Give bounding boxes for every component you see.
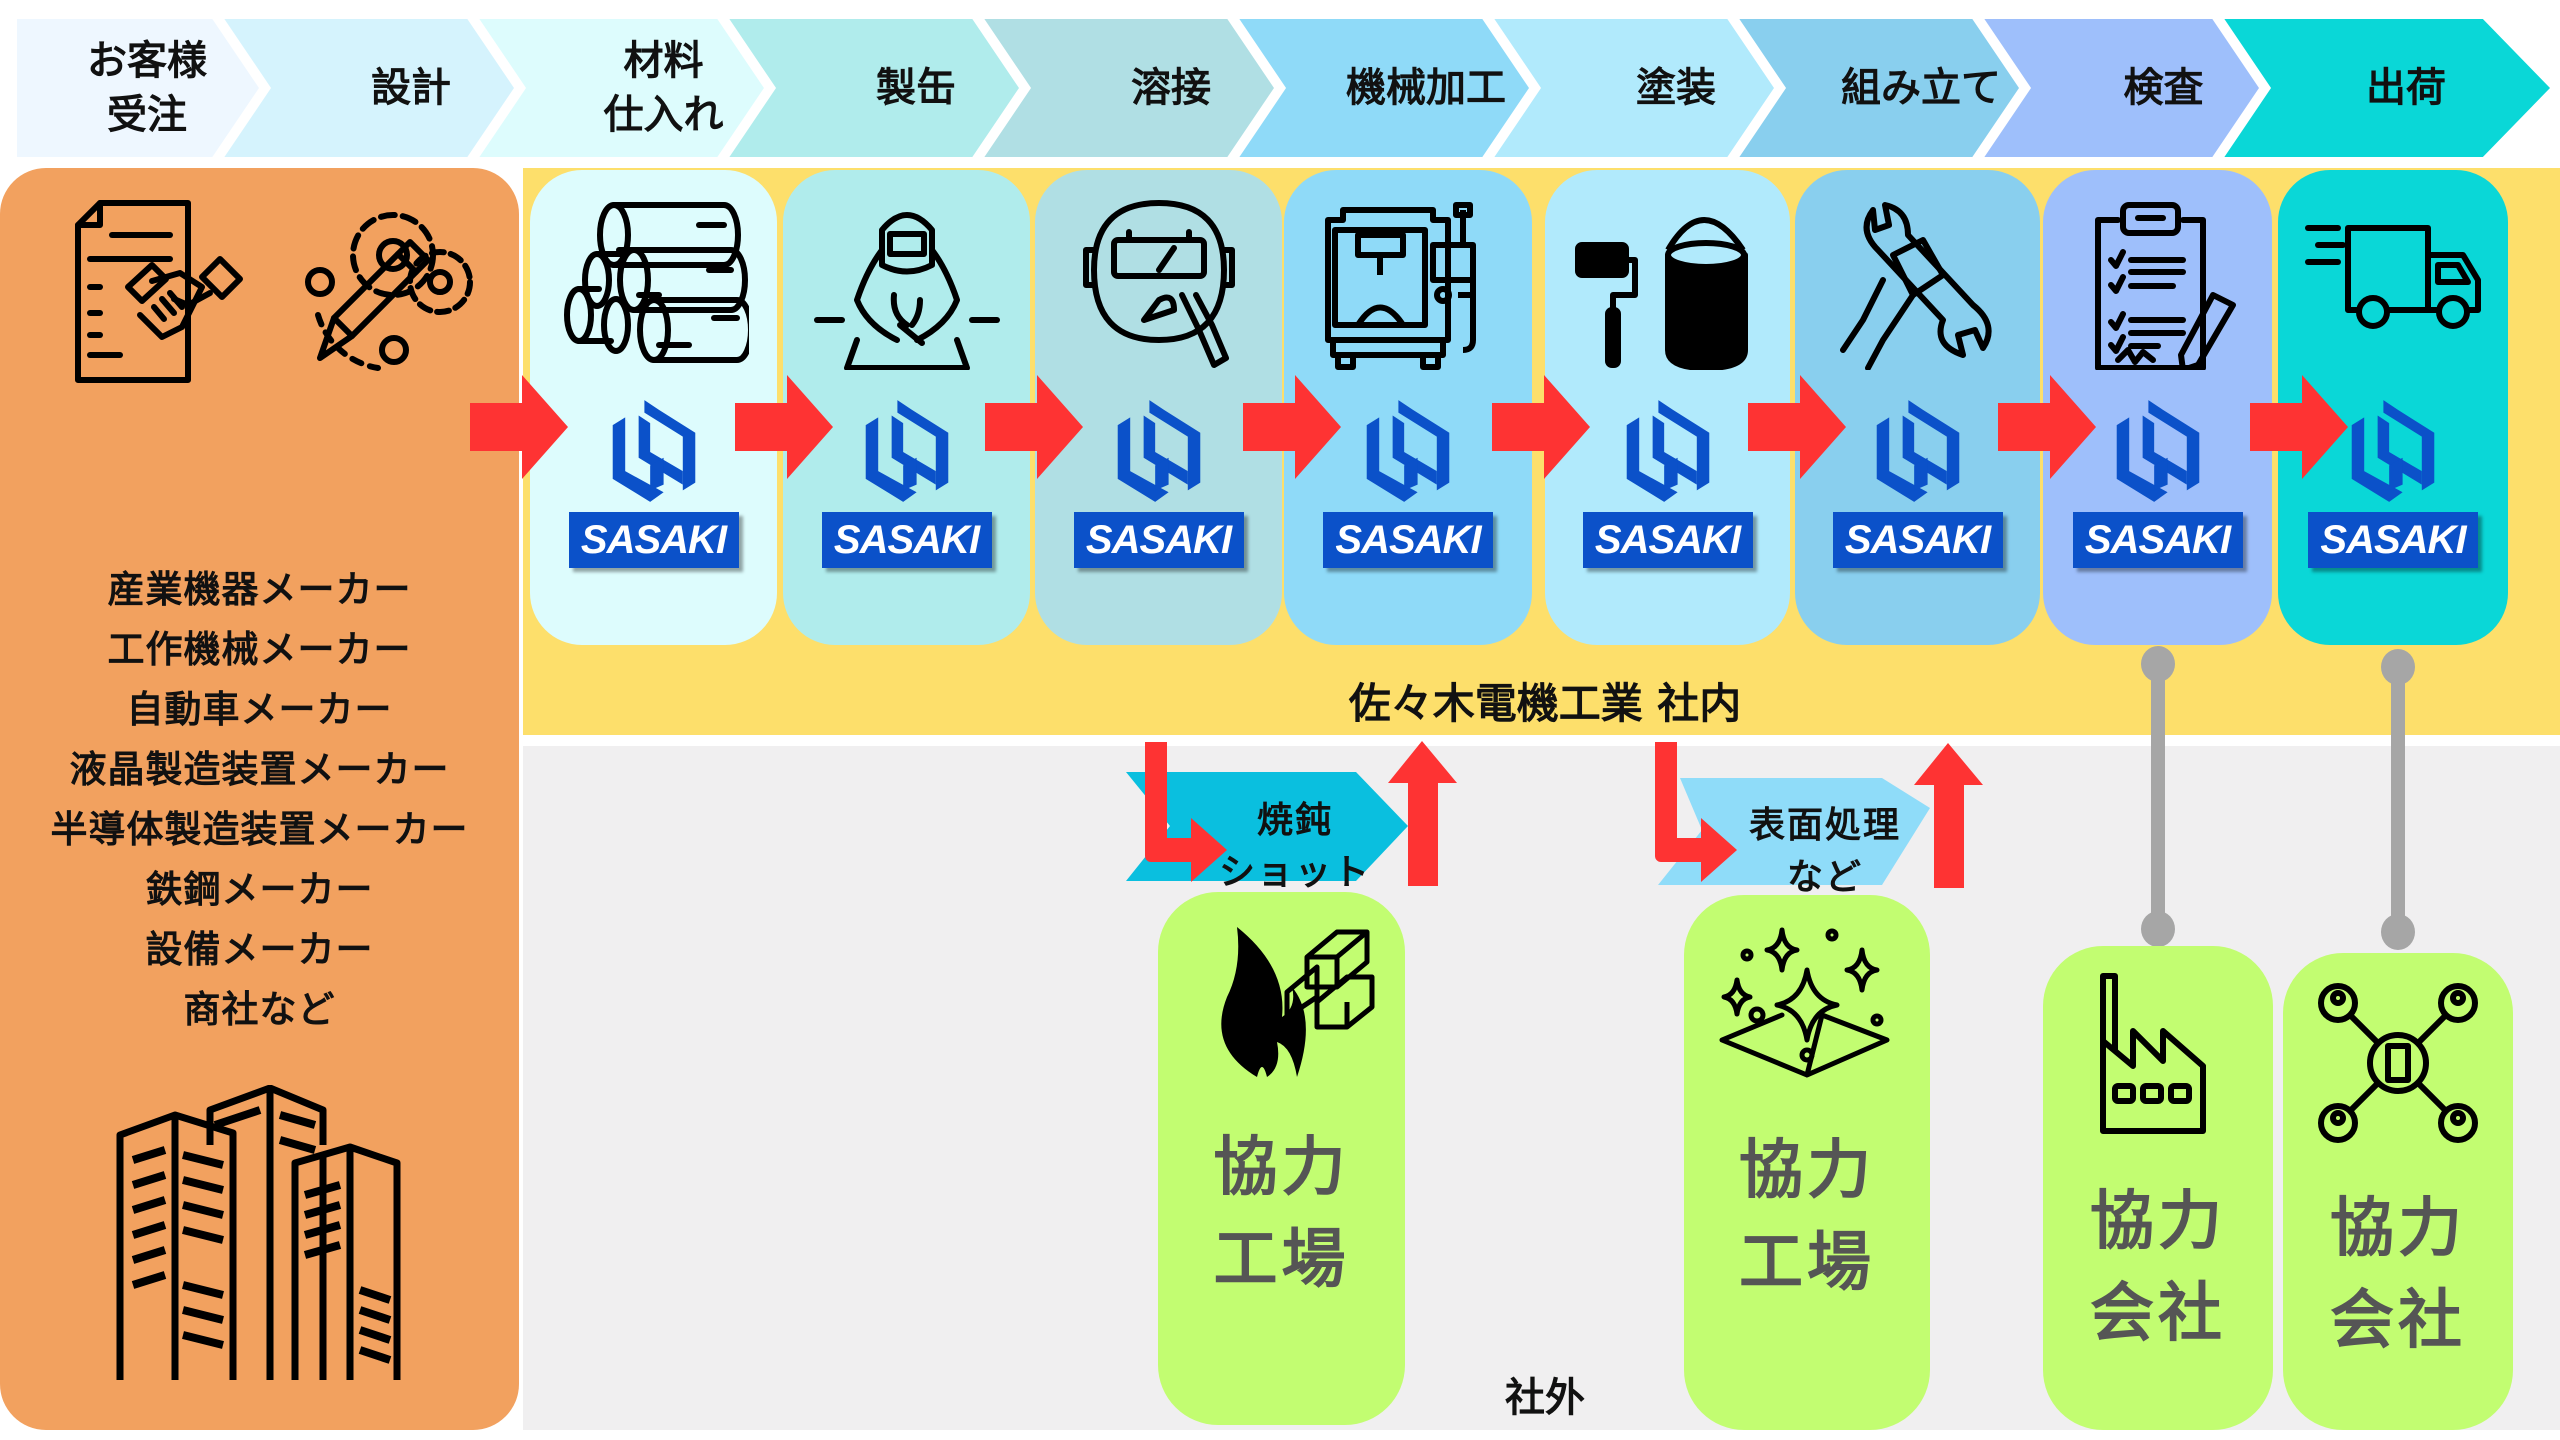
- buildings-icon: [116, 1085, 401, 1380]
- customer-item: 設備メーカー: [145, 928, 374, 971]
- sasaki-brand-badge: SASAKI: [2308, 512, 2478, 568]
- flow-arrow-icon: [1492, 375, 1590, 479]
- outsource-return-arrow-icon: [1388, 741, 1457, 886]
- customer-item: 液晶製造装置メーカー: [69, 748, 450, 791]
- process-step-label: 溶接: [1131, 65, 1211, 111]
- inhouse-label: 佐々木電機工業 社内: [1348, 679, 1742, 728]
- partner-label: 協力 工場: [1739, 1134, 1875, 1300]
- outside-label: 社外: [1505, 1375, 1585, 1421]
- customer-list: 産業機器メーカー 工作機械メーカー 自動車メーカー 液晶製造装置メーカー 半導体…: [0, 560, 519, 1040]
- process-step: 製缶: [720, 14, 1072, 162]
- outsource-return-arrow-icon: [1914, 743, 1983, 888]
- connector-dot: [2381, 649, 2415, 685]
- flow-arrow-icon: [1748, 375, 1846, 479]
- partner-label: 協力 会社: [2090, 1185, 2226, 1351]
- sasaki-brand-badge: SASAKI: [568, 512, 739, 568]
- outsourced-process-label: 焼鈍 ショット: [1218, 800, 1371, 893]
- partner-card: 協力 工場: [1158, 892, 1405, 1425]
- connector-dot: [2381, 914, 2415, 950]
- sasaki-brand-badge: SASAKI: [821, 512, 992, 568]
- process-step-label: 検査: [2123, 65, 2204, 111]
- customer-item: 鉄鋼メーカー: [145, 868, 374, 911]
- flow-arrow-icon: [735, 375, 833, 479]
- customer-item: 商社など: [183, 988, 336, 1031]
- connector-dot: [2141, 646, 2175, 682]
- partner-label: 協力 工場: [1213, 1131, 1350, 1297]
- sparkle-surface-icon: [1719, 927, 1890, 1078]
- process-step: 機械加工: [1230, 14, 1582, 162]
- inhouse-step-card: SASAKI: [2043, 170, 2272, 645]
- process-step: 溶接: [975, 14, 1327, 162]
- sasaki-brand-badge: SASAKI: [1582, 512, 1753, 568]
- flow-arrow-icon: [1998, 375, 2096, 479]
- sasaki-brand-badge: SASAKI: [1073, 512, 1244, 568]
- process-step: 塗装: [1485, 14, 1827, 162]
- process-step-label: 出荷: [2366, 65, 2446, 111]
- process-step: 設計: [215, 14, 567, 162]
- process-step-label: お客様 受注: [87, 38, 207, 138]
- contract-handshake-icon: [75, 200, 243, 383]
- connector-line: [2391, 667, 2405, 932]
- flow-arrow-icon: [2250, 375, 2348, 479]
- partner-label: 協力 会社: [2330, 1192, 2466, 1358]
- fire-steel-icon: [1220, 927, 1374, 1077]
- flow-arrow-icon: [470, 375, 568, 479]
- outsource-out-arrow-icon: [1145, 742, 1227, 882]
- factory-icon: [2100, 973, 2206, 1134]
- flow-arrow-icon: [985, 375, 1083, 479]
- connector-dot: [2141, 911, 2175, 947]
- customer-item: 工作機械メーカー: [107, 628, 412, 671]
- process-step: 出荷: [2215, 14, 2557, 162]
- process-step: 組み立て: [1730, 14, 2072, 162]
- customer-item: 自動車メーカー: [126, 688, 393, 731]
- sasaki-brand-badge: SASAKI: [1323, 512, 1493, 568]
- process-step-label: 塗装: [1636, 65, 1716, 111]
- design-pencil-gears-icon: [305, 212, 473, 371]
- sasaki-brand-badge: SASAKI: [1832, 512, 2003, 568]
- partner-card: 協力 工場: [1684, 895, 1930, 1430]
- outsource-out-arrow-icon: [1655, 742, 1737, 882]
- partner-card: 協力 会社: [2043, 946, 2273, 1430]
- inhouse-step-card: SASAKI: [1545, 170, 1790, 645]
- customer-item: 産業機器メーカー: [107, 568, 412, 611]
- outsourced-process-label: 表面処理 など: [1748, 805, 1901, 898]
- process-step: 材料 仕入れ: [470, 14, 817, 162]
- flow-arrow-icon: [1243, 375, 1341, 479]
- process-step: 検査: [1975, 14, 2312, 162]
- process-step-label: 設計: [371, 65, 451, 111]
- connector-line: [2151, 664, 2165, 929]
- process-step-label: 組み立て: [1841, 65, 2001, 111]
- process-step-label: 機械加工: [1346, 65, 1506, 111]
- process-step: お客様 受注: [12, 14, 312, 162]
- partner-card: 協力 会社: [2283, 953, 2513, 1430]
- inhouse-step-card: SASAKI: [1284, 170, 1532, 645]
- customer-item: 半導体製造装置メーカー: [50, 808, 469, 851]
- sasaki-brand-badge: SASAKI: [2072, 512, 2243, 568]
- process-step-label: 製缶: [876, 65, 956, 111]
- process-step-label: 材料 仕入れ: [603, 38, 724, 138]
- process-step-chevron: [2205, 9, 2560, 167]
- network-people-icon: [2318, 983, 2478, 1143]
- process-header: [7, 9, 2560, 167]
- inhouse-step-card: SASAKI: [1035, 170, 1282, 645]
